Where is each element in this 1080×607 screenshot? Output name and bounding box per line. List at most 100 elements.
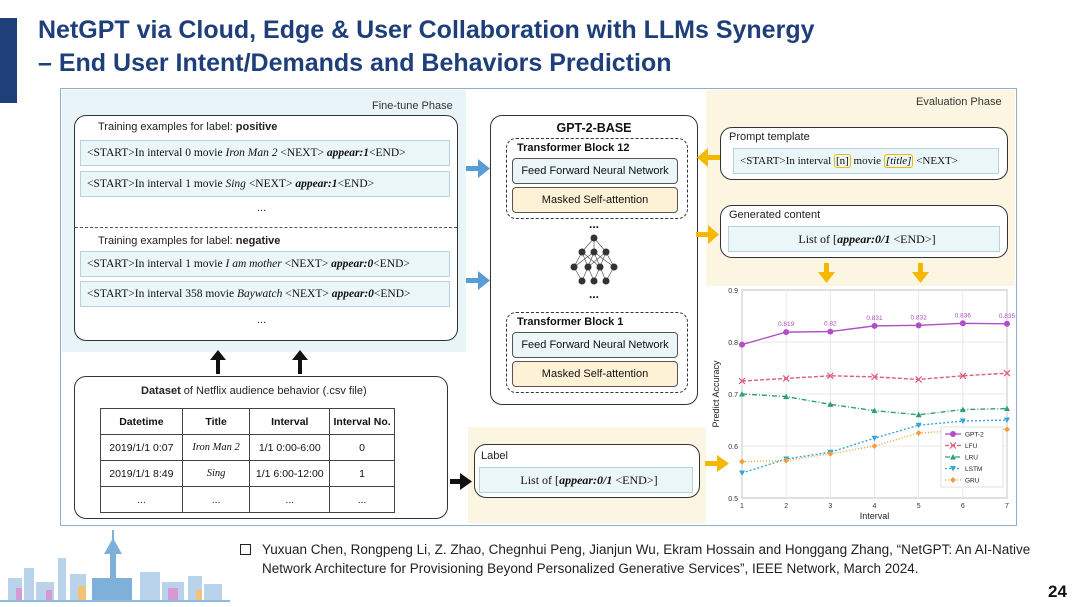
positive-example-2: <START>In interval 1 movie Sing <NEXT> a… <box>80 171 450 197</box>
finetune-phase-label: Fine-tune Phase <box>372 100 453 112</box>
table-cell: 1/1 6:00-12:00 <box>249 460 331 487</box>
data-point <box>1003 369 1011 377</box>
negative-example-1: <START>In interval 1 movie I am mother <… <box>80 251 450 277</box>
data-point <box>871 322 878 329</box>
data-point <box>1004 320 1010 327</box>
up-arrow-icon <box>210 350 226 374</box>
negative-ellipsis: ... <box>257 314 267 326</box>
table-cell: 1/1 0:00-6:00 <box>249 434 331 461</box>
dataset-title: Dataset of Netflix audience behavior (.c… <box>141 385 367 397</box>
data-point <box>827 328 834 335</box>
x-tick-label: 6 <box>961 503 965 510</box>
legend-marker <box>950 477 956 483</box>
legend-label: LSTM <box>965 466 982 473</box>
slide-title-line1: NetGPT via Cloud, Edge & User Collaborat… <box>38 16 815 44</box>
neural-network-icon <box>570 234 618 285</box>
table-header: Title <box>181 408 251 435</box>
data-point <box>739 470 745 477</box>
transformer-block-1-label: Transformer Block 1 <box>517 316 624 328</box>
data-point <box>739 458 745 465</box>
table-header-row: Datetime Title Interval Interval No. <box>100 408 395 435</box>
label-title: Label <box>481 450 508 462</box>
table-header: Interval No. <box>329 408 395 435</box>
table-cell: Iron Man 2 <box>181 434 251 461</box>
dataset-to-label-arrow <box>450 473 472 490</box>
legend-label: LFU <box>965 443 978 450</box>
ffn-box-1: Feed Forward Neural Network <box>512 332 678 358</box>
table-cell: 1 <box>329 460 395 487</box>
legend-box <box>940 426 1004 488</box>
table-cell: ... <box>181 486 251 513</box>
transformer-block-1 <box>506 312 688 393</box>
down-arrow-icon <box>912 263 929 283</box>
y-tick-label: 0.6 <box>728 444 738 451</box>
legend-marker <box>950 466 956 472</box>
down-arrow-icon <box>818 263 835 283</box>
gpt-ellipsis-bottom: ... <box>589 287 600 301</box>
data-label: 0.819 <box>778 321 795 328</box>
generated-content-text: List of [appear:0/1 <END>] <box>728 226 1000 252</box>
data-point <box>915 430 922 436</box>
data-label: 0.82 <box>824 321 837 328</box>
gpt-ellipsis-top: ... <box>589 217 600 231</box>
x-tick-label: 5 <box>917 503 921 510</box>
table-row: 2019/1/1 8:49 Sing 1/1 6:00-12:00 1 <box>100 460 395 487</box>
x-tick-label: 2 <box>784 503 788 510</box>
prompt-template-label: Prompt template <box>729 131 810 143</box>
data-point <box>782 374 790 382</box>
dataset-table: Datetime Title Interval Interval No. 201… <box>100 408 395 513</box>
data-point <box>915 411 922 418</box>
evaluation-phase-label: Evaluation Phase <box>916 96 1002 108</box>
table-cell: ... <box>329 486 395 513</box>
y-tick-label: 0.7 <box>728 392 738 399</box>
attention-box-1: Masked Self-attention <box>512 361 678 387</box>
table-header: Datetime <box>100 408 183 435</box>
data-point <box>1004 426 1010 433</box>
data-point <box>915 322 922 329</box>
transformer-block-12-label: Transformer Block 12 <box>517 142 630 154</box>
gpt2-title: GPT-2-BASE <box>556 121 632 135</box>
examples-to-gpt-arrows <box>466 159 490 290</box>
x-tick-label: 3 <box>828 503 832 510</box>
data-point <box>783 329 790 336</box>
right-arrow-icon <box>466 159 490 178</box>
data-label: 0.836 <box>955 312 972 319</box>
data-point <box>827 401 834 407</box>
legend-marker <box>950 431 956 437</box>
label-to-chart-arrow <box>705 455 729 472</box>
data-point <box>871 373 878 381</box>
dataset-to-examples-arrows <box>210 350 308 374</box>
left-arrow-icon <box>697 148 720 167</box>
data-point <box>871 443 878 449</box>
citation-bullet-icon <box>240 544 251 555</box>
slide-title-line2: – End User Intent/Demands and Behaviors … <box>38 49 672 77</box>
data-label: 0.835 <box>999 313 1016 320</box>
legend-label: LRU <box>965 455 978 462</box>
table-header: Interval <box>249 408 331 435</box>
x-tick-label: 4 <box>873 503 877 510</box>
table-cell: 2019/1/1 8:49 <box>100 460 183 487</box>
x-tick-label: 7 <box>1005 503 1009 510</box>
right-arrow-icon <box>466 271 490 290</box>
table-cell: 0 <box>329 434 395 461</box>
citation-text: Yuxuan Chen, Rongpeng Li, Z. Zhao, Chegn… <box>262 542 1031 576</box>
y-tick-label: 0.5 <box>728 496 738 503</box>
positive-ellipsis: ... <box>257 202 267 214</box>
data-label: 0.832 <box>911 314 928 321</box>
ffn-box-12: Feed Forward Neural Network <box>512 158 678 184</box>
data-point <box>915 422 922 429</box>
data-point <box>783 457 790 464</box>
positive-example-1: <START>In interval 0 movie Iron Man 2 <N… <box>80 140 450 166</box>
table-row: ... ... ... ... <box>100 486 395 513</box>
right-arrow-icon <box>696 225 719 244</box>
prompt-template-text: <START>In interval [n] movie [title] <NE… <box>733 148 999 174</box>
data-point <box>783 393 790 400</box>
data-label: 0.831 <box>866 315 883 322</box>
data-point <box>871 407 878 414</box>
table-cell: 2019/1/1 0:07 <box>100 434 183 461</box>
data-point <box>959 320 966 327</box>
right-arrow-icon <box>705 455 729 472</box>
legend-label: GRU <box>965 478 980 485</box>
x-axis-label: Interval <box>860 511 890 521</box>
negative-examples-heading: Training examples for label: negative <box>98 235 281 247</box>
